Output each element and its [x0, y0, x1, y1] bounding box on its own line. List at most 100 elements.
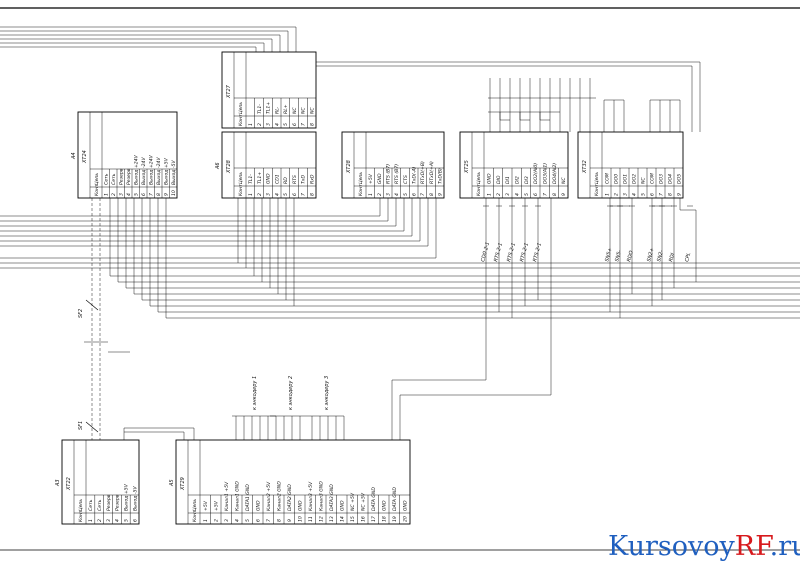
watermark: KursovoyRF.ru [608, 531, 800, 562]
signal-label: RTS 2-1 [519, 242, 530, 262]
pin-number: 6 [256, 519, 262, 522]
encoder-label-3: к энкодеру 3 [324, 376, 330, 410]
pin-signal: Выход +24V [134, 154, 140, 185]
pin-number: 3 [385, 193, 391, 196]
pin-number: 8 [552, 193, 558, 196]
signal-label: RTS 2-1 [532, 242, 543, 262]
header-name: Цепь [476, 172, 482, 184]
pin-number: 4 [394, 193, 400, 196]
pin-number: 19 [392, 516, 398, 522]
pin-number: 6 [533, 193, 539, 196]
svg-text:KursovoyRF.ru: KursovoyRF.ru [608, 531, 800, 562]
pin-signal: Выход -5V [132, 485, 138, 511]
pin-number: 3 [266, 123, 272, 126]
pin-number: 4 [235, 519, 241, 522]
block-frame [77, 111, 178, 199]
pin-number: 4 [115, 519, 121, 522]
signal-label: SN5- [614, 249, 623, 262]
pin-signal: Выход +5V [124, 483, 130, 511]
pin-number: 15 [350, 516, 356, 522]
pin-signal: TL1- [257, 104, 263, 114]
encoder-group-3: к энкодеру 3 [306, 376, 345, 440]
pin-signal: NC [640, 177, 646, 184]
pin-signal: DO5 [676, 174, 682, 184]
pin-signal: GND [403, 500, 409, 511]
pin-number: 9 [676, 193, 682, 196]
pin-number: 10 [171, 190, 177, 196]
pin-signal: NC [292, 107, 298, 114]
pin-signal: TL1+ [257, 172, 263, 184]
pin-number: 3 [266, 193, 272, 196]
connector-label: XT25 [464, 160, 470, 174]
encoder-arrows: к энкодеру 1 к энкодеру 2 к энкодеру 3 [232, 376, 345, 440]
pin-signal: Выход -5V [171, 159, 177, 185]
pin-signal: DATA GND [392, 487, 398, 511]
pin-number: 14 [340, 516, 346, 522]
pin-number: 4 [274, 123, 280, 126]
pin-number: 2 [496, 193, 502, 196]
pin-signal: +5V [368, 173, 374, 184]
pin-signal: NC +5V [350, 492, 356, 511]
pin-number: 8 [309, 123, 315, 126]
pin-signal: DO1 [622, 174, 628, 184]
block-frame [341, 131, 445, 199]
pin-number: 3 [119, 193, 125, 196]
pin-number: 5 [283, 193, 289, 196]
pin-number: 16 [361, 516, 367, 522]
pin-signal: DI3 [524, 176, 530, 184]
encoder-group-1: к энкодеру 1 [232, 376, 277, 440]
pin-number: 5 [134, 193, 140, 196]
pin-number: 13 [329, 516, 335, 522]
pin-signal: Выход +24V [149, 154, 155, 185]
pin-signal: Сеть [111, 173, 117, 185]
pin-number: 8 [309, 193, 315, 196]
block-ref-label: A3 [55, 479, 61, 487]
header-name: Цепь [594, 172, 600, 184]
top-bus-lines [0, 26, 701, 132]
watermark-part-a: Kursovoy [608, 531, 735, 562]
signal-label: SN5+ [604, 247, 613, 262]
pin-number: 11 [308, 516, 314, 522]
pin-signal: RTxD(+A) [429, 161, 435, 184]
pin-signal: Сеть [104, 173, 110, 185]
pin-number: 3 [224, 519, 230, 522]
pin-number: 2 [97, 519, 103, 522]
signal-label: RTS 2-1 [493, 242, 504, 262]
pin-number: 1 [604, 193, 610, 196]
block-xt22: XT22A3Конт.Цепь1Сеть2Сеть3Резерв4Резерв5… [55, 439, 140, 525]
pin-signal: GND [382, 500, 388, 511]
harness-lines [0, 198, 800, 440]
pin-signal: DO3 [658, 174, 664, 184]
pin-number: 20 [403, 516, 409, 522]
pin-number: 6 [132, 519, 138, 522]
pin-number: 3 [106, 519, 112, 522]
header-num: Конт. [358, 183, 364, 196]
pin-signal: TL1- [248, 174, 254, 184]
pin-number: 10 [298, 516, 304, 522]
pin-signal: Канал1 +5V [224, 481, 230, 511]
header-num: Конт. [238, 113, 244, 126]
switch-label-sf2: SF2 [78, 309, 84, 318]
connector-label: XT32 [582, 160, 588, 174]
pin-signal: RTS [292, 175, 298, 184]
pin-signal: Канал1 GND [235, 481, 241, 511]
pin-signal: Выход -24V [156, 157, 162, 185]
header-name: Цепь [94, 173, 100, 185]
signal-label: SN2+ [646, 247, 655, 262]
pin-signal: NC [309, 107, 315, 114]
pin-number: 8 [667, 193, 673, 196]
pin-number: 3 [505, 193, 511, 196]
pin-number: 8 [277, 519, 283, 522]
pin-signal: COM [649, 173, 655, 184]
pin-number: 1 [203, 519, 209, 522]
pin-number: 1 [104, 193, 110, 196]
block-ref-label: A5 [169, 479, 175, 487]
pin-signal: Резерв [106, 494, 112, 511]
pin-number: 5 [283, 123, 289, 126]
connector-blocks: XT24A4Конт.Цепь1Сеть2Сеть3Резерв4Резерв5… [55, 51, 684, 525]
